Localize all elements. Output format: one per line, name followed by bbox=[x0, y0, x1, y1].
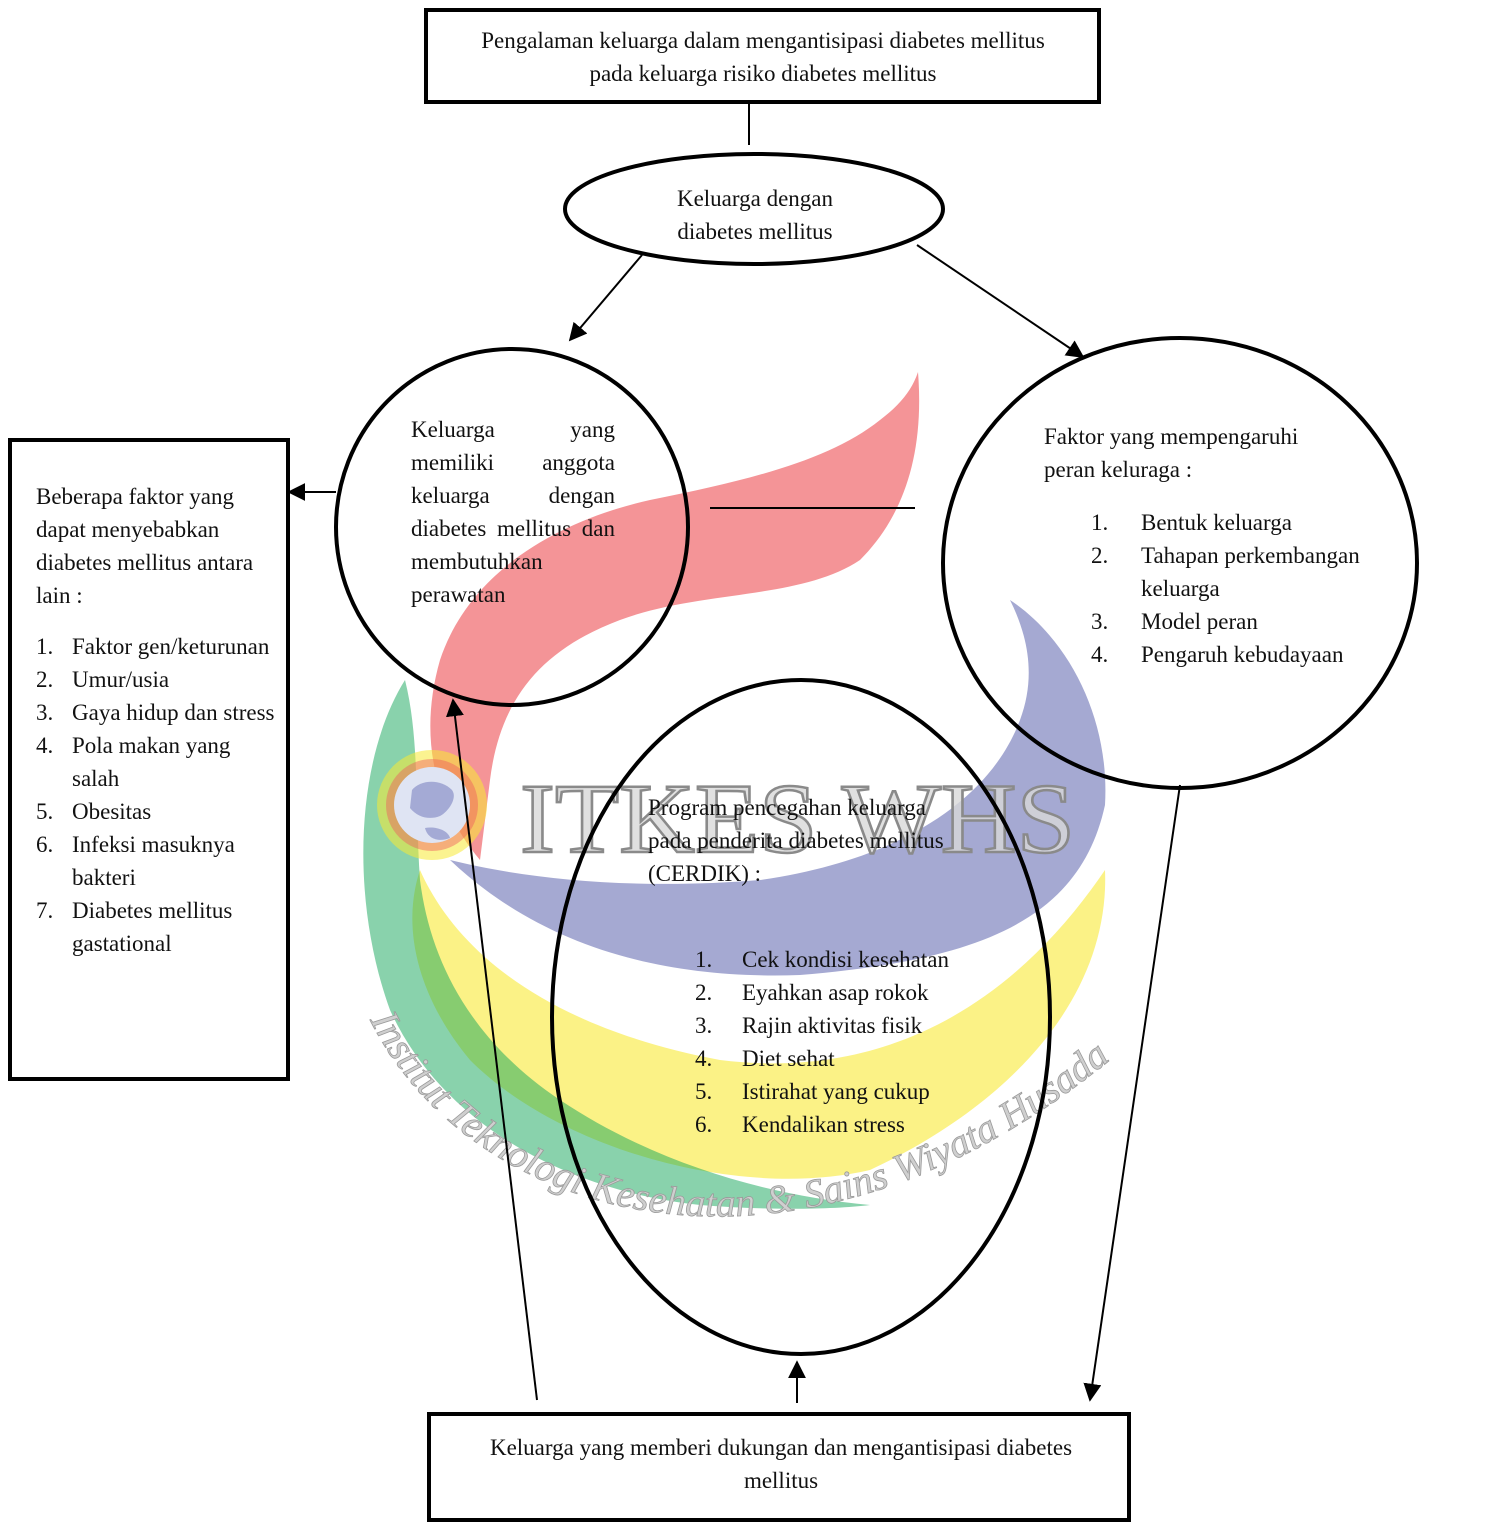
list-item-number: 5. bbox=[36, 799, 54, 824]
list-item-number: 1. bbox=[36, 634, 54, 659]
circle-right-heading: Faktor yang mempengaruhi peran keluraga … bbox=[1044, 424, 1299, 482]
list-item-number: 1. bbox=[1091, 510, 1109, 535]
list-item: 3. Rajin aktivitas fisik bbox=[695, 1009, 955, 1042]
list-item-number: 6. bbox=[695, 1112, 713, 1137]
list-item-label: Gaya hidup dan stress bbox=[72, 700, 275, 725]
list-item: 6. Infeksi masuknya bakteri bbox=[36, 828, 276, 894]
list-item-label: Model peran bbox=[1141, 609, 1258, 634]
list-item: 4. Pengaruh kebudayaan bbox=[1091, 638, 1391, 671]
list-item-number: 2. bbox=[695, 980, 713, 1005]
list-item-label: Diet sehat bbox=[742, 1046, 835, 1071]
list-item: 5. Obesitas bbox=[36, 795, 276, 828]
list-item-label: Rajin aktivitas fisik bbox=[742, 1013, 923, 1038]
watermark-yellow-swoosh bbox=[412, 870, 1106, 1179]
top-box: Pengalaman keluarga dalam mengantisipasi… bbox=[424, 8, 1101, 104]
list-item-number: 4. bbox=[36, 733, 54, 758]
list-item-label: Tahapan perkembangan keluarga bbox=[1141, 543, 1360, 601]
ellipse-top-shape bbox=[563, 152, 945, 266]
list-item: 3. Model peran bbox=[1091, 605, 1391, 638]
list-item: 4. Diet sehat bbox=[695, 1042, 955, 1075]
watermark-red-swoosh bbox=[430, 372, 920, 860]
left-box-list: 1. Faktor gen/keturunan 2. Umur/usia 3. Gaya … bbox=[36, 630, 276, 960]
list-item: 7. Diabetes mellitus gastational bbox=[36, 894, 276, 960]
list-item-number: 1. bbox=[695, 947, 713, 972]
list-item: 2. Tahapan perkembangan keluarga bbox=[1091, 539, 1391, 605]
list-item-label: Bentuk keluarga bbox=[1141, 510, 1292, 535]
list-item-label: Istirahat yang cukup bbox=[742, 1079, 930, 1104]
watermark-globe-emblem bbox=[377, 750, 487, 860]
circle-left-shape bbox=[334, 347, 690, 707]
list-item-label: Diabetes mellitus gastational bbox=[72, 898, 233, 956]
list-item-number: 6. bbox=[36, 832, 54, 857]
list-item-label: Pengaruh kebudayaan bbox=[1141, 642, 1344, 667]
list-item-label: Eyahkan asap rokok bbox=[742, 980, 929, 1005]
list-item: 6. Kendalikan stress bbox=[695, 1108, 955, 1141]
list-item-label: Pola makan yang salah bbox=[72, 733, 231, 791]
list-item: 4. Pola makan yang salah bbox=[36, 729, 276, 795]
circle-left-text: Keluarga yang memiliki anggota keluarga … bbox=[411, 417, 615, 607]
arrow-to-left-circle bbox=[568, 254, 643, 342]
list-item-label: Infeksi masuknya bakteri bbox=[72, 832, 235, 890]
list-item-number: 2. bbox=[36, 667, 54, 692]
list-item-number: 3. bbox=[1091, 609, 1109, 634]
ellipse-center-shape bbox=[550, 678, 1052, 1356]
list-item-label: Faktor gen/keturunan bbox=[72, 634, 270, 659]
list-item-number: 3. bbox=[36, 700, 54, 725]
list-item: 1. Cek kondisi kesehatan bbox=[695, 943, 955, 976]
watermark-title: ITKES WHS bbox=[520, 763, 1075, 874]
list-item: 1. Faktor gen/keturunan bbox=[36, 630, 276, 663]
ellipse-top-text: Keluarga dengan diabetes mellitus bbox=[676, 186, 834, 244]
list-item: 1. Bentuk keluarga bbox=[1091, 506, 1391, 539]
list-item: 2. Umur/usia bbox=[36, 663, 276, 696]
arrow-right-circle-to-bottom bbox=[1083, 784, 1181, 1402]
bottom-box-text: Keluarga yang memberi dukungan dan menga… bbox=[489, 1435, 1073, 1493]
list-item-number: 3. bbox=[695, 1013, 713, 1038]
arrow-bottom-to-left-circle bbox=[445, 698, 538, 1401]
circle-right-list: 1. Bentuk keluarga 2. Tahapan perkembangan … bbox=[1091, 506, 1391, 671]
list-item-number: 4. bbox=[1091, 642, 1109, 667]
ellipse-center-list: 1. Cek kondisi kesehatan 2. Eyahkan asap ro… bbox=[695, 943, 955, 1141]
top-box-text: Pengalaman keluarga dalam mengantisipasi… bbox=[481, 28, 1045, 86]
circle-right-shape bbox=[941, 336, 1419, 790]
left-box-heading: Beberapa faktor yang dapat menyebabkan d… bbox=[36, 484, 254, 608]
list-item-number: 7. bbox=[36, 898, 54, 923]
bottom-box: Keluarga yang memberi dukungan dan menga… bbox=[427, 1412, 1131, 1522]
list-item-label: Umur/usia bbox=[72, 667, 170, 692]
list-item-label: Kendalikan stress bbox=[742, 1112, 905, 1137]
left-box: Beberapa faktor yang dapat menyebabkan d… bbox=[8, 438, 290, 1081]
arrow-to-right-circle bbox=[916, 244, 1085, 359]
list-item: 5. Istirahat yang cukup bbox=[695, 1075, 955, 1108]
ellipse-center-heading: Program pencegahan keluarga pada penderi… bbox=[648, 795, 944, 886]
list-item: 3. Gaya hidup dan stress bbox=[36, 696, 276, 729]
watermark-blue-swoosh bbox=[450, 600, 1106, 976]
list-item-number: 2. bbox=[1091, 543, 1109, 568]
watermark-green-swoosh bbox=[363, 680, 870, 1209]
list-item-number: 4. bbox=[695, 1046, 713, 1071]
list-item: 2. Eyahkan asap rokok bbox=[695, 976, 955, 1009]
list-item-label: Obesitas bbox=[72, 799, 152, 824]
list-item-label: Cek kondisi kesehatan bbox=[742, 947, 949, 972]
list-item-number: 5. bbox=[695, 1079, 713, 1104]
